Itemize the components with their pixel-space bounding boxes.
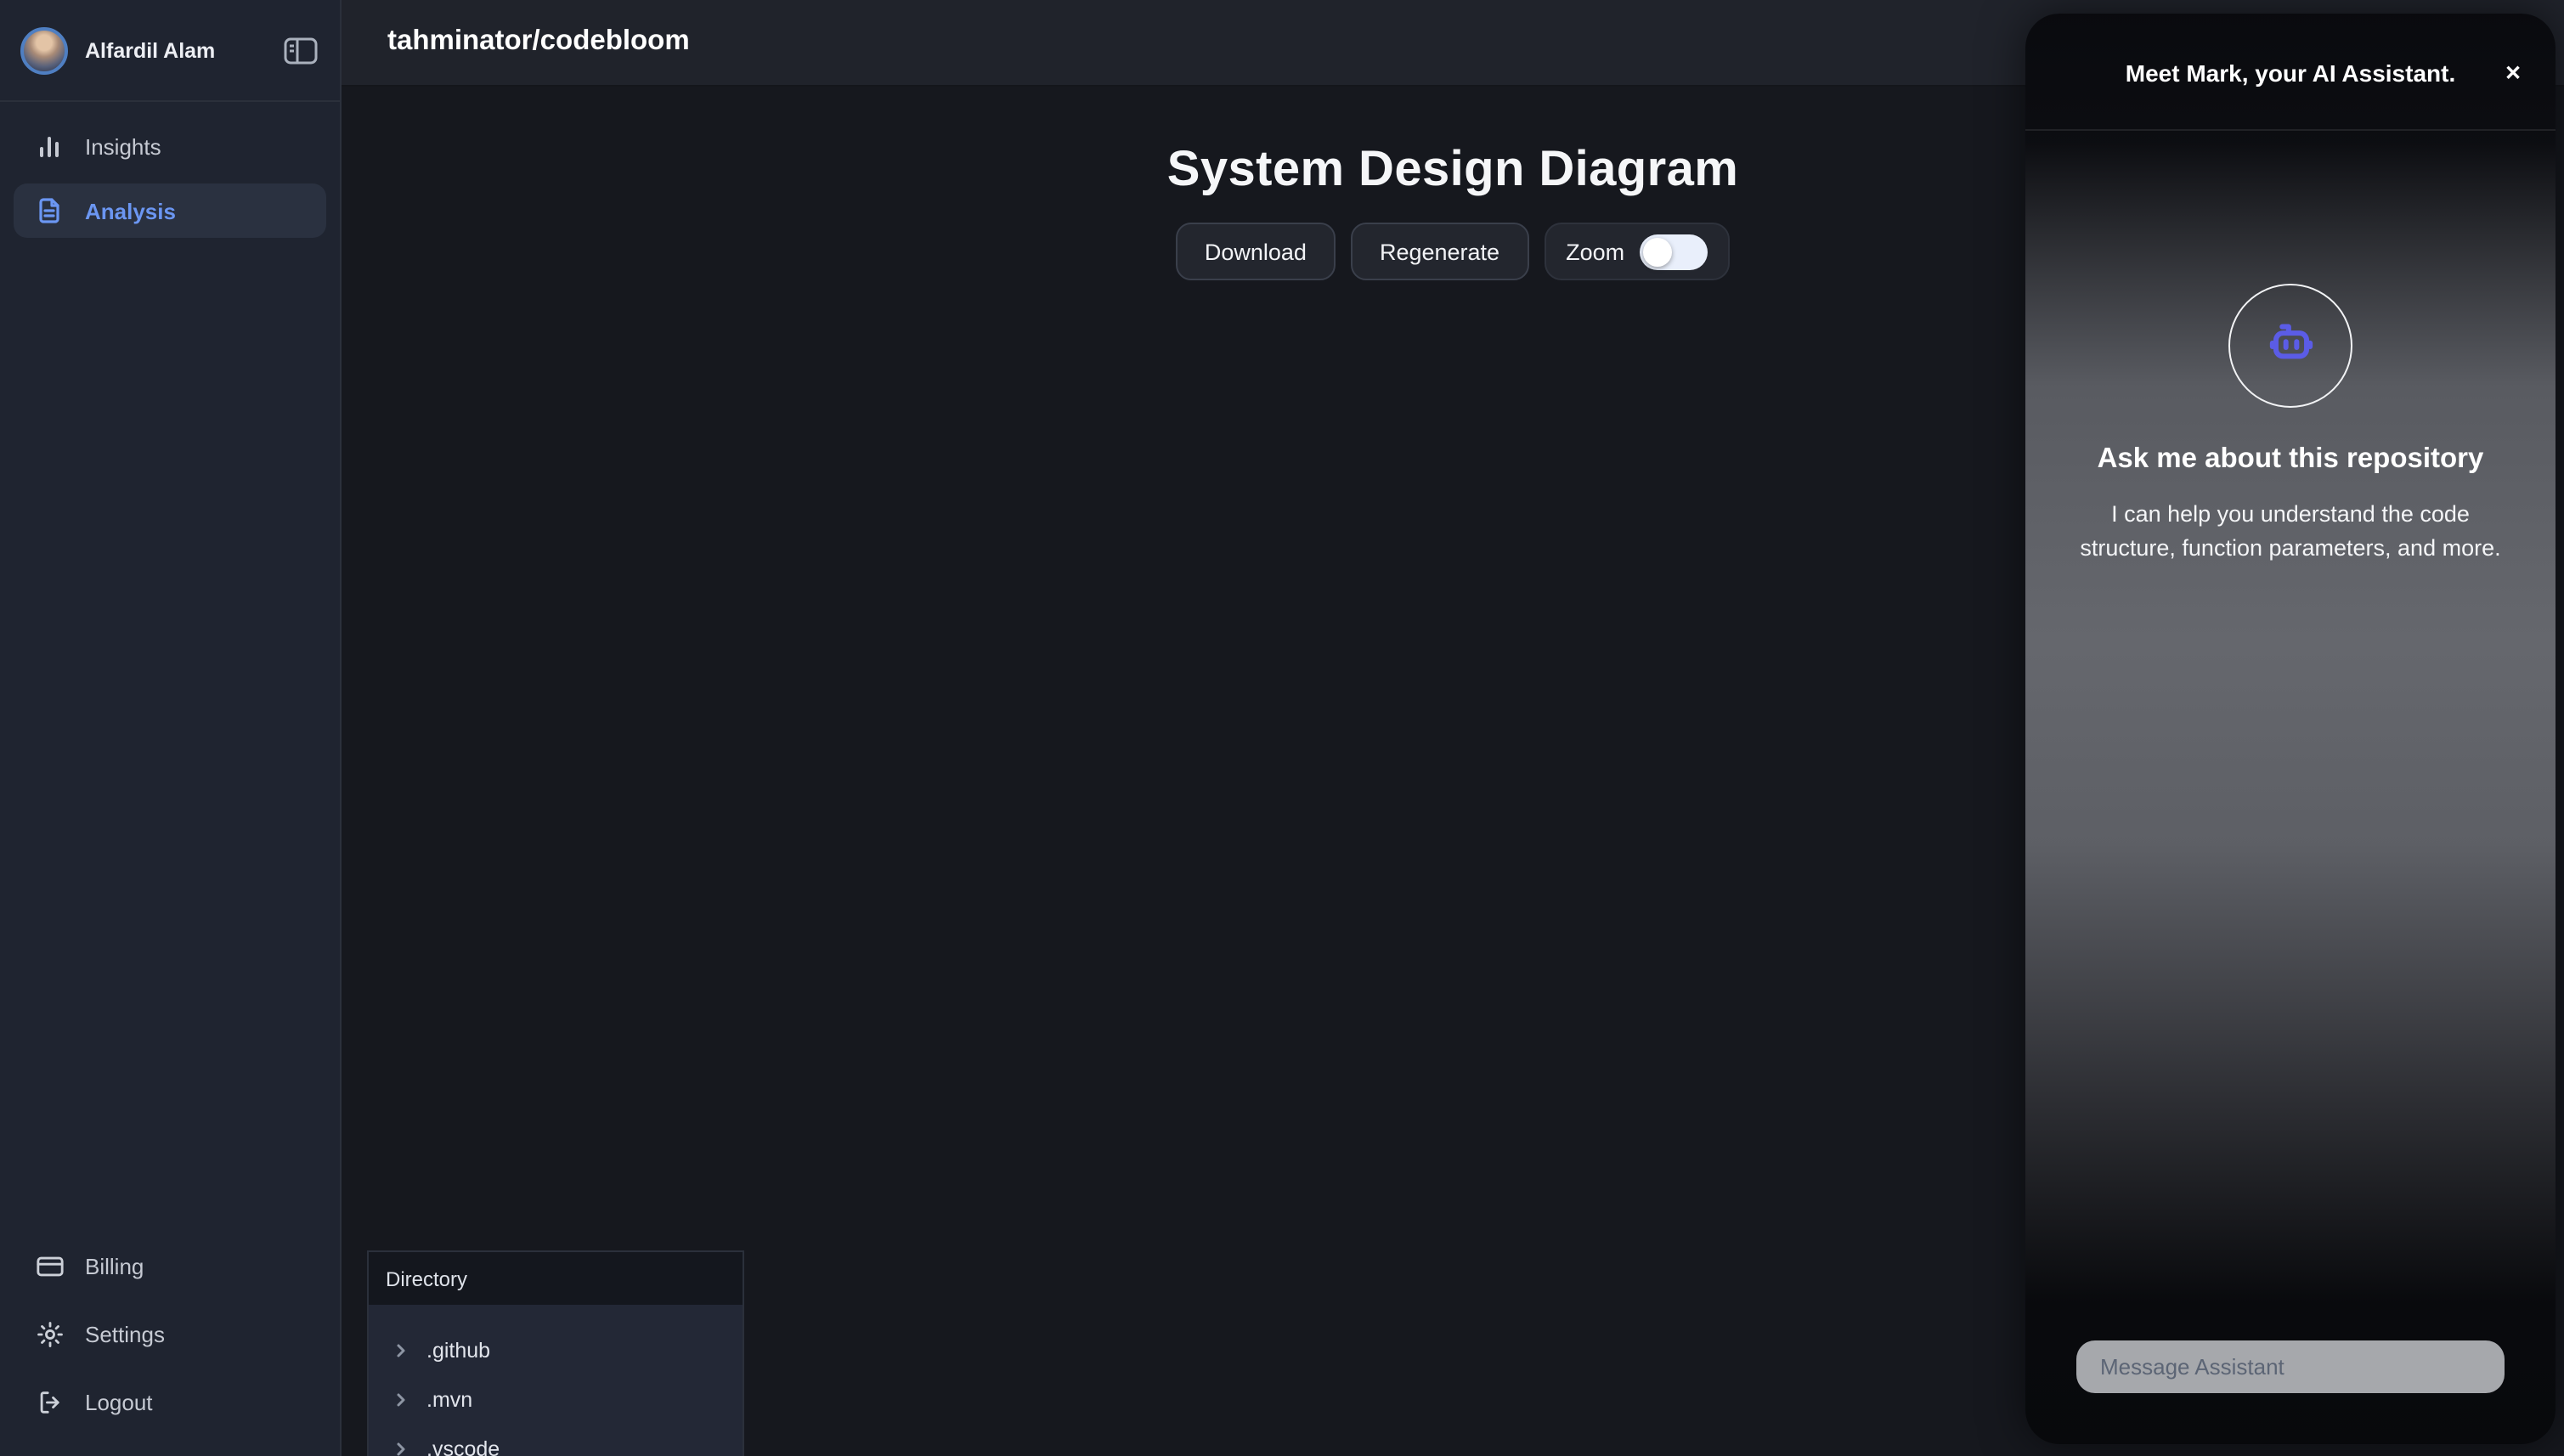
regenerate-button[interactable]: Regenerate (1350, 223, 1529, 280)
sidebar-item-label: Logout (85, 1389, 153, 1414)
page-title: System Design Diagram (1166, 143, 1739, 197)
directory-panel: Directory .github .mvn .vscode (367, 1250, 744, 1456)
bar-chart-icon (34, 131, 65, 161)
repo-title: tahminator/codebloom (387, 25, 690, 56)
user-name: Alfardil Alam (85, 38, 216, 62)
sidebar-item-label: Analysis (85, 198, 176, 223)
sidebar-item-settings[interactable]: Settings (14, 1306, 326, 1361)
directory-item-vscode[interactable]: .vscode (379, 1424, 732, 1456)
assistant-title: Meet Mark, your AI Assistant. (2125, 59, 2456, 87)
avatar (20, 26, 68, 74)
sidebar-item-label: Billing (85, 1253, 144, 1278)
directory-header: Directory (369, 1252, 743, 1305)
sidebar-item-insights[interactable]: Insights (14, 119, 326, 173)
zoom-toggle[interactable] (1640, 234, 1708, 269)
assistant-heading: Ask me about this repository (2097, 443, 2484, 474)
toggle-knob (1643, 237, 1673, 266)
toolbar: Download Regenerate Zoom (342, 223, 2564, 280)
chevron-right-icon (389, 1387, 413, 1411)
assistant-message-input[interactable] (2076, 1340, 2505, 1393)
zoom-toggle-group: Zoom (1544, 223, 1731, 280)
zoom-toggle-label: Zoom (1566, 239, 1625, 264)
directory-item-label: .vscode (426, 1436, 500, 1456)
robot-avatar-circle (2228, 284, 2352, 408)
directory-item-label: .github (426, 1338, 491, 1362)
sidebar: Alfardil Alam Insigh (0, 0, 342, 1456)
assistant-panel: Meet Mark, your AI Assistant. ✕ Ask me a… (2025, 14, 2556, 1444)
assistant-description: I can help you understand the code struc… (2080, 501, 2501, 561)
close-icon[interactable]: ✕ (2504, 61, 2522, 85)
directory-item-label: .mvn (426, 1387, 473, 1411)
directory-list: .github .mvn .vscode (369, 1305, 743, 1456)
sidebar-item-logout[interactable]: Logout (14, 1374, 326, 1429)
logout-icon (34, 1386, 65, 1417)
sidebar-collapse-icon[interactable] (282, 33, 319, 67)
sidebar-footer: Billing Settings (14, 1239, 326, 1442)
directory-item-mvn[interactable]: .mvn (379, 1374, 732, 1424)
file-text-icon (34, 195, 65, 226)
sidebar-item-analysis[interactable]: Analysis (14, 183, 326, 238)
download-button[interactable]: Download (1175, 223, 1336, 280)
chevron-right-icon (389, 1436, 413, 1456)
chevron-right-icon (389, 1338, 413, 1362)
robot-icon (2268, 323, 2313, 358)
profile-row: Alfardil Alam (0, 0, 340, 102)
credit-card-icon (34, 1250, 65, 1281)
gear-icon (34, 1318, 65, 1349)
sidebar-item-billing[interactable]: Billing (14, 1239, 326, 1293)
directory-item-github[interactable]: .github (379, 1325, 732, 1374)
sidebar-item-label: Settings (85, 1321, 165, 1346)
sidebar-nav: Insights Analysis (0, 102, 340, 265)
sidebar-item-label: Insights (85, 133, 161, 159)
assistant-header: Meet Mark, your AI Assistant. ✕ (2025, 14, 2556, 131)
